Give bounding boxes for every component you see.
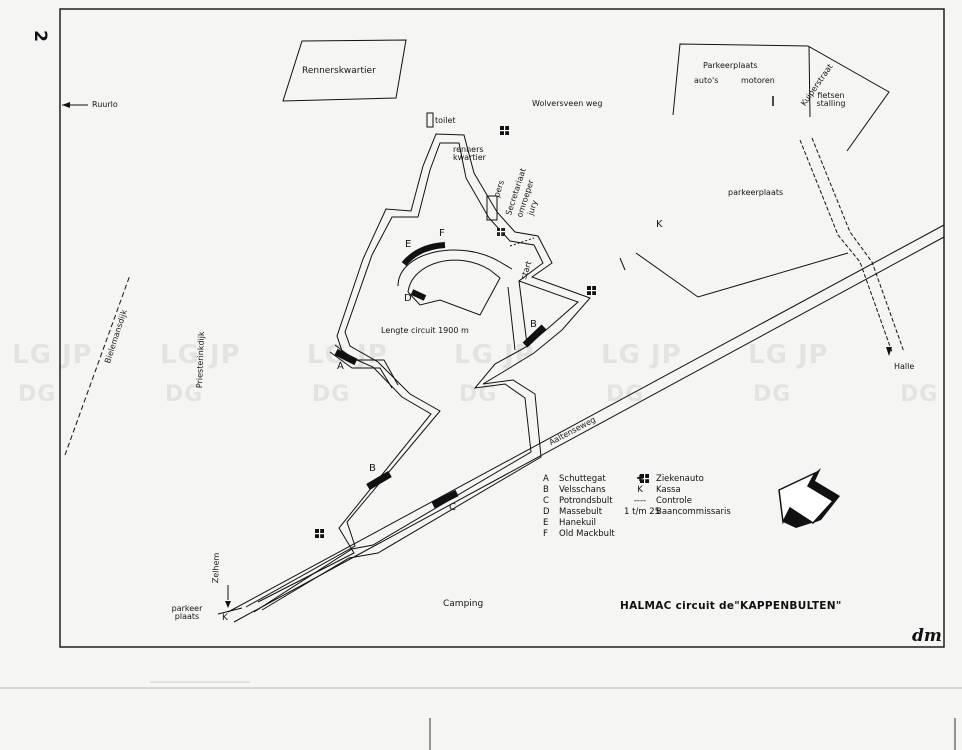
label-parkeerplaats-top: Parkeerplaats xyxy=(703,61,758,70)
map-title: HALMAC circuit de"KAPPENBULTEN" xyxy=(620,600,842,612)
ziekenauto-icon xyxy=(497,228,505,236)
ziekenauto-icon xyxy=(500,126,509,135)
parkeerplaats-top-area xyxy=(672,43,890,152)
rennerskwartier-building xyxy=(282,39,407,102)
toilet-box xyxy=(426,112,434,128)
obstacle-B-upper xyxy=(522,324,547,348)
label-renners-kwartier: renners kwartier xyxy=(453,145,486,163)
obstacle-A xyxy=(334,348,358,366)
ziekenauto-icon xyxy=(640,474,649,483)
label-halle: Halle xyxy=(894,362,915,371)
watermark-bottom-2: DG xyxy=(165,382,204,407)
circuit-track-outer xyxy=(245,142,579,613)
marker-E: E xyxy=(405,239,412,250)
watermark-bottom-5: DG xyxy=(606,382,645,407)
label-parkeerplaats-right: parkeerplaats xyxy=(728,188,784,197)
jury-box xyxy=(486,195,498,221)
marker-K-kassa: K xyxy=(656,219,663,230)
watermark-bottom-3: DG xyxy=(312,382,351,407)
obstacle-E xyxy=(401,242,446,267)
label-ruurlo: Ruurlo xyxy=(92,100,118,109)
label-motoren: motoren xyxy=(741,76,775,85)
label-rennerskwartier: Rennerskwartier xyxy=(302,66,376,76)
watermark-bottom-7: DG xyxy=(900,382,939,407)
obstacle-D xyxy=(410,289,427,301)
marker-F: F xyxy=(439,228,445,239)
watermark-top-3: LG JP xyxy=(307,340,388,370)
ziekenauto-icon xyxy=(315,529,324,538)
obstacle-B-lower xyxy=(366,470,392,491)
aaltenseweg-road-1 xyxy=(227,224,945,613)
marker-D: D xyxy=(404,293,412,304)
label-parkeer-plaats: parkeer plaats xyxy=(171,604,203,622)
watermark-top-4: LG JP xyxy=(454,340,535,370)
legend-item-ziekenauto: ✚Ziekenauto xyxy=(636,474,704,484)
label-toilet: toilet xyxy=(435,116,456,125)
kuiperstraat-road-2 xyxy=(811,137,905,353)
label-fietsen-stalling: fietsen stalling xyxy=(816,91,846,109)
kuiperstraat-road-1 xyxy=(799,139,893,353)
marker-C: C xyxy=(449,502,456,513)
label-camping: Camping xyxy=(443,599,484,609)
label-lengte-circuit: Lengte circuit 1900 m xyxy=(381,326,469,335)
label-wolversveen-weg: Wolversveen weg xyxy=(532,99,603,108)
marker-B-lower: B xyxy=(369,463,376,474)
parkeerplaats-right-area xyxy=(635,252,849,298)
marker-K-bottom: K xyxy=(222,613,228,623)
circuit-inner-loop xyxy=(397,249,513,316)
watermark-bottom-1: DG xyxy=(18,382,57,407)
watermark-top-1: LG JP xyxy=(12,340,93,370)
map-frame xyxy=(59,8,945,648)
legend-item-controle: ----Controle xyxy=(633,496,692,506)
marker-A: A xyxy=(337,361,344,372)
obstacle-C xyxy=(431,489,459,509)
page-number: 2 xyxy=(29,30,50,42)
watermark-top-6: LG JP xyxy=(748,340,829,370)
north-arrow-icon xyxy=(778,468,840,528)
marker-B-upper: B xyxy=(530,319,537,330)
ziekenauto-icon xyxy=(587,286,596,295)
signature: dm xyxy=(912,626,942,646)
label-zelhem: Zelhem xyxy=(211,552,222,584)
legend-item-baancommissaris: 1 t/m 25Baancommissaris xyxy=(624,507,731,517)
watermark-bottom-6: DG xyxy=(753,382,792,407)
watermark-top-2: LG JP xyxy=(160,340,241,370)
label-autos: auto's xyxy=(694,76,719,85)
watermark-bottom-4: DG xyxy=(459,382,498,407)
watermark-top-5: LG JP xyxy=(601,340,682,370)
